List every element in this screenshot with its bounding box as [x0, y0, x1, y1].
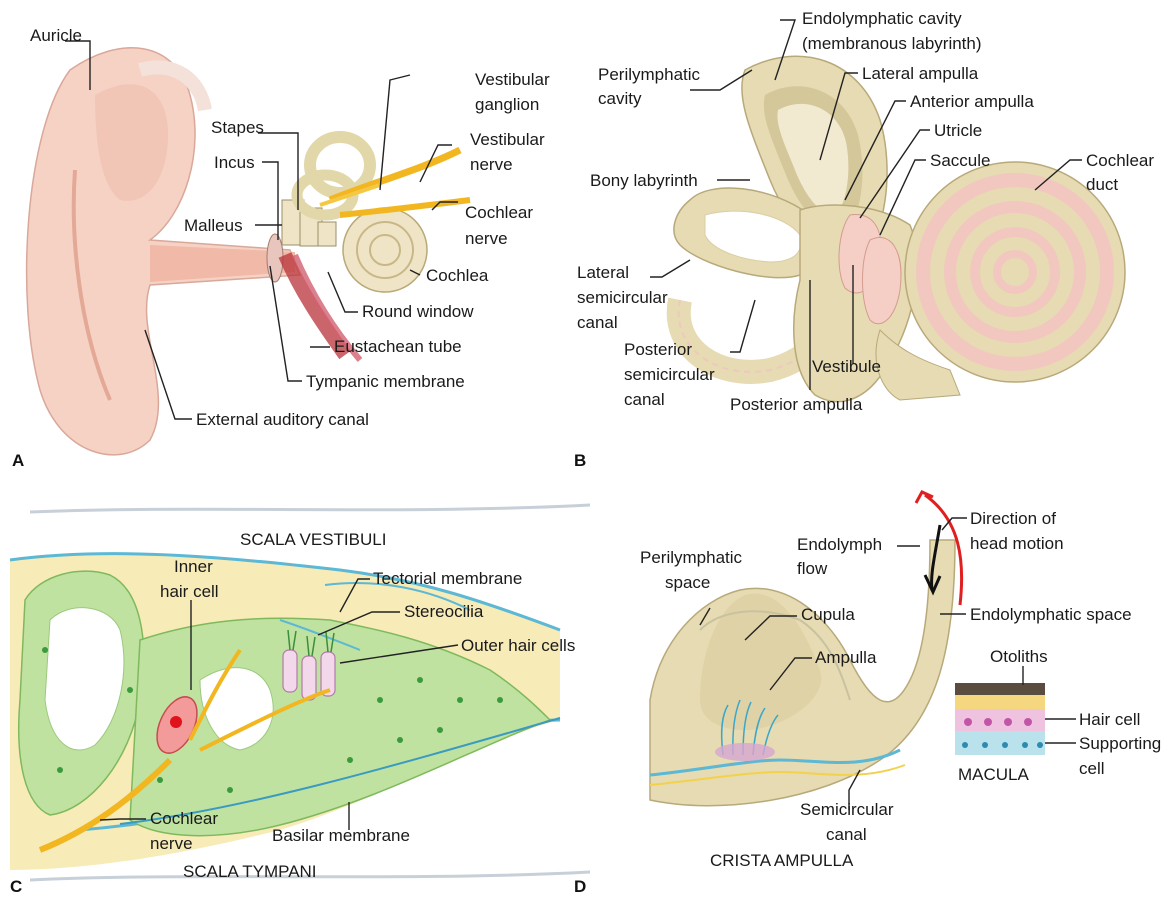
panel-letter-c: C — [10, 877, 22, 896]
label-vestibular-ganglion-2: ganglion — [475, 95, 539, 114]
label-malleus: Malleus — [184, 216, 243, 235]
label-vestibular-nerve-2: nerve — [470, 155, 513, 174]
label-auricle: Auricle — [30, 26, 82, 45]
label-round-window: Round window — [362, 302, 474, 321]
label-cochlear-nerve-2: nerve — [465, 229, 508, 248]
label-posterior-ampulla: Posterior ampulla — [730, 395, 863, 414]
label-endolymphatic-cavity: Endolymphatic cavity — [802, 9, 962, 28]
label-stapes: Stapes — [211, 118, 264, 137]
label-semicircular-canal-2: canal — [826, 825, 867, 844]
panel-d: Direction of head motion Endolymph flow … — [574, 492, 1161, 896]
label-posterior-canal: Posterior — [624, 340, 692, 359]
label-posterior-canal-3: canal — [624, 390, 665, 409]
label-supporting-cell: Supporting — [1079, 734, 1161, 753]
label-perilymphatic-cavity: Perilymphatic — [598, 65, 701, 84]
label-vestibular-nerve: Vestibular — [470, 130, 545, 149]
label-saccule: Saccule — [930, 151, 990, 170]
label-lateral-canal: Lateral — [577, 263, 629, 282]
label-scala-vestibuli: SCALA VESTIBULI — [240, 530, 386, 549]
label-tympanic-membrane: Tympanic membrane — [306, 372, 465, 391]
label-lateral-ampulla: Lateral ampulla — [862, 64, 979, 83]
label-incus: Incus — [214, 153, 255, 172]
label-cupula: Cupula — [801, 605, 855, 624]
label-cochlear-nerve-c-2: nerve — [150, 834, 193, 853]
auricle-drawing — [27, 48, 300, 455]
label-vestibule: Vestibule — [812, 357, 881, 376]
label-utricle: Utricle — [934, 121, 982, 140]
label-endolymphatic-space: Endolymphatic space — [970, 605, 1132, 624]
label-ampulla: Ampulla — [815, 648, 877, 667]
label-outer-hair-cells: Outer hair cells — [461, 636, 575, 655]
label-hair-cell: Hair cell — [1079, 710, 1140, 729]
label-cochlear-nerve-c: Cochlear — [150, 809, 218, 828]
label-cochlear-nerve: Cochlear — [465, 203, 533, 222]
panel-letter-a: A — [12, 451, 24, 470]
panel-c: SCALA VESTIBULI Inner hair cell Tectoria… — [10, 505, 590, 896]
label-endolymph-flow-2: flow — [797, 559, 828, 578]
label-otoliths: Otoliths — [990, 647, 1048, 666]
label-perilymphatic-cavity-2: cavity — [598, 89, 642, 108]
label-direction-of-head-motion-2: head motion — [970, 534, 1064, 553]
label-endolymphatic-cavity-2: (membranous labyrinth) — [802, 34, 982, 53]
panel-letter-b: B — [574, 451, 586, 470]
label-supporting-cell-2: cell — [1079, 759, 1105, 778]
label-eustachean-tube: Eustachean tube — [334, 337, 462, 356]
organ-of-corti-drawing — [10, 505, 590, 880]
panel-letter-d: D — [574, 877, 586, 896]
label-tectorial-membrane: Tectorial membrane — [373, 569, 522, 588]
label-cochlear-duct-2: duct — [1086, 175, 1118, 194]
label-crista-ampulla: CRISTA AMPULLA — [710, 851, 854, 870]
label-vestibular-ganglion: Vestibular — [475, 70, 550, 89]
bony-labyrinth-drawing — [674, 56, 1125, 401]
label-macula: MACULA — [958, 765, 1030, 784]
label-endolymph-flow: Endolymph — [797, 535, 882, 554]
label-inner-hair-cell: Inner — [174, 557, 213, 576]
label-bony-labyrinth: Bony labyrinth — [590, 171, 698, 190]
label-lateral-canal-3: canal — [577, 313, 618, 332]
label-inner-hair-cell-2: hair cell — [160, 582, 219, 601]
label-anterior-ampulla: Anterior ampulla — [910, 92, 1034, 111]
label-semicircular-canal: Semicircular — [800, 800, 894, 819]
label-perilymphatic-space-2: space — [665, 573, 710, 592]
label-cochlear-duct: Cochlear — [1086, 151, 1154, 170]
label-cochlea: Cochlea — [426, 266, 489, 285]
panel-a: Auricle Stapes Incus Malleus Vestibular … — [12, 26, 550, 470]
label-lateral-canal-2: semicircular — [577, 288, 668, 307]
label-posterior-canal-2: semicircular — [624, 365, 715, 384]
panel-b: Endolymphatic cavity (membranous labyrin… — [574, 9, 1154, 470]
label-basilar-membrane: Basilar membrane — [272, 826, 410, 845]
label-scala-tympani: SCALA TYMPANI — [183, 862, 317, 881]
label-external-auditory-canal: External auditory canal — [196, 410, 369, 429]
label-direction-of-head-motion: Direction of — [970, 509, 1056, 528]
label-stereocilia: Stereocilia — [404, 602, 484, 621]
label-perilymphatic-space: Perilymphatic — [640, 548, 743, 567]
